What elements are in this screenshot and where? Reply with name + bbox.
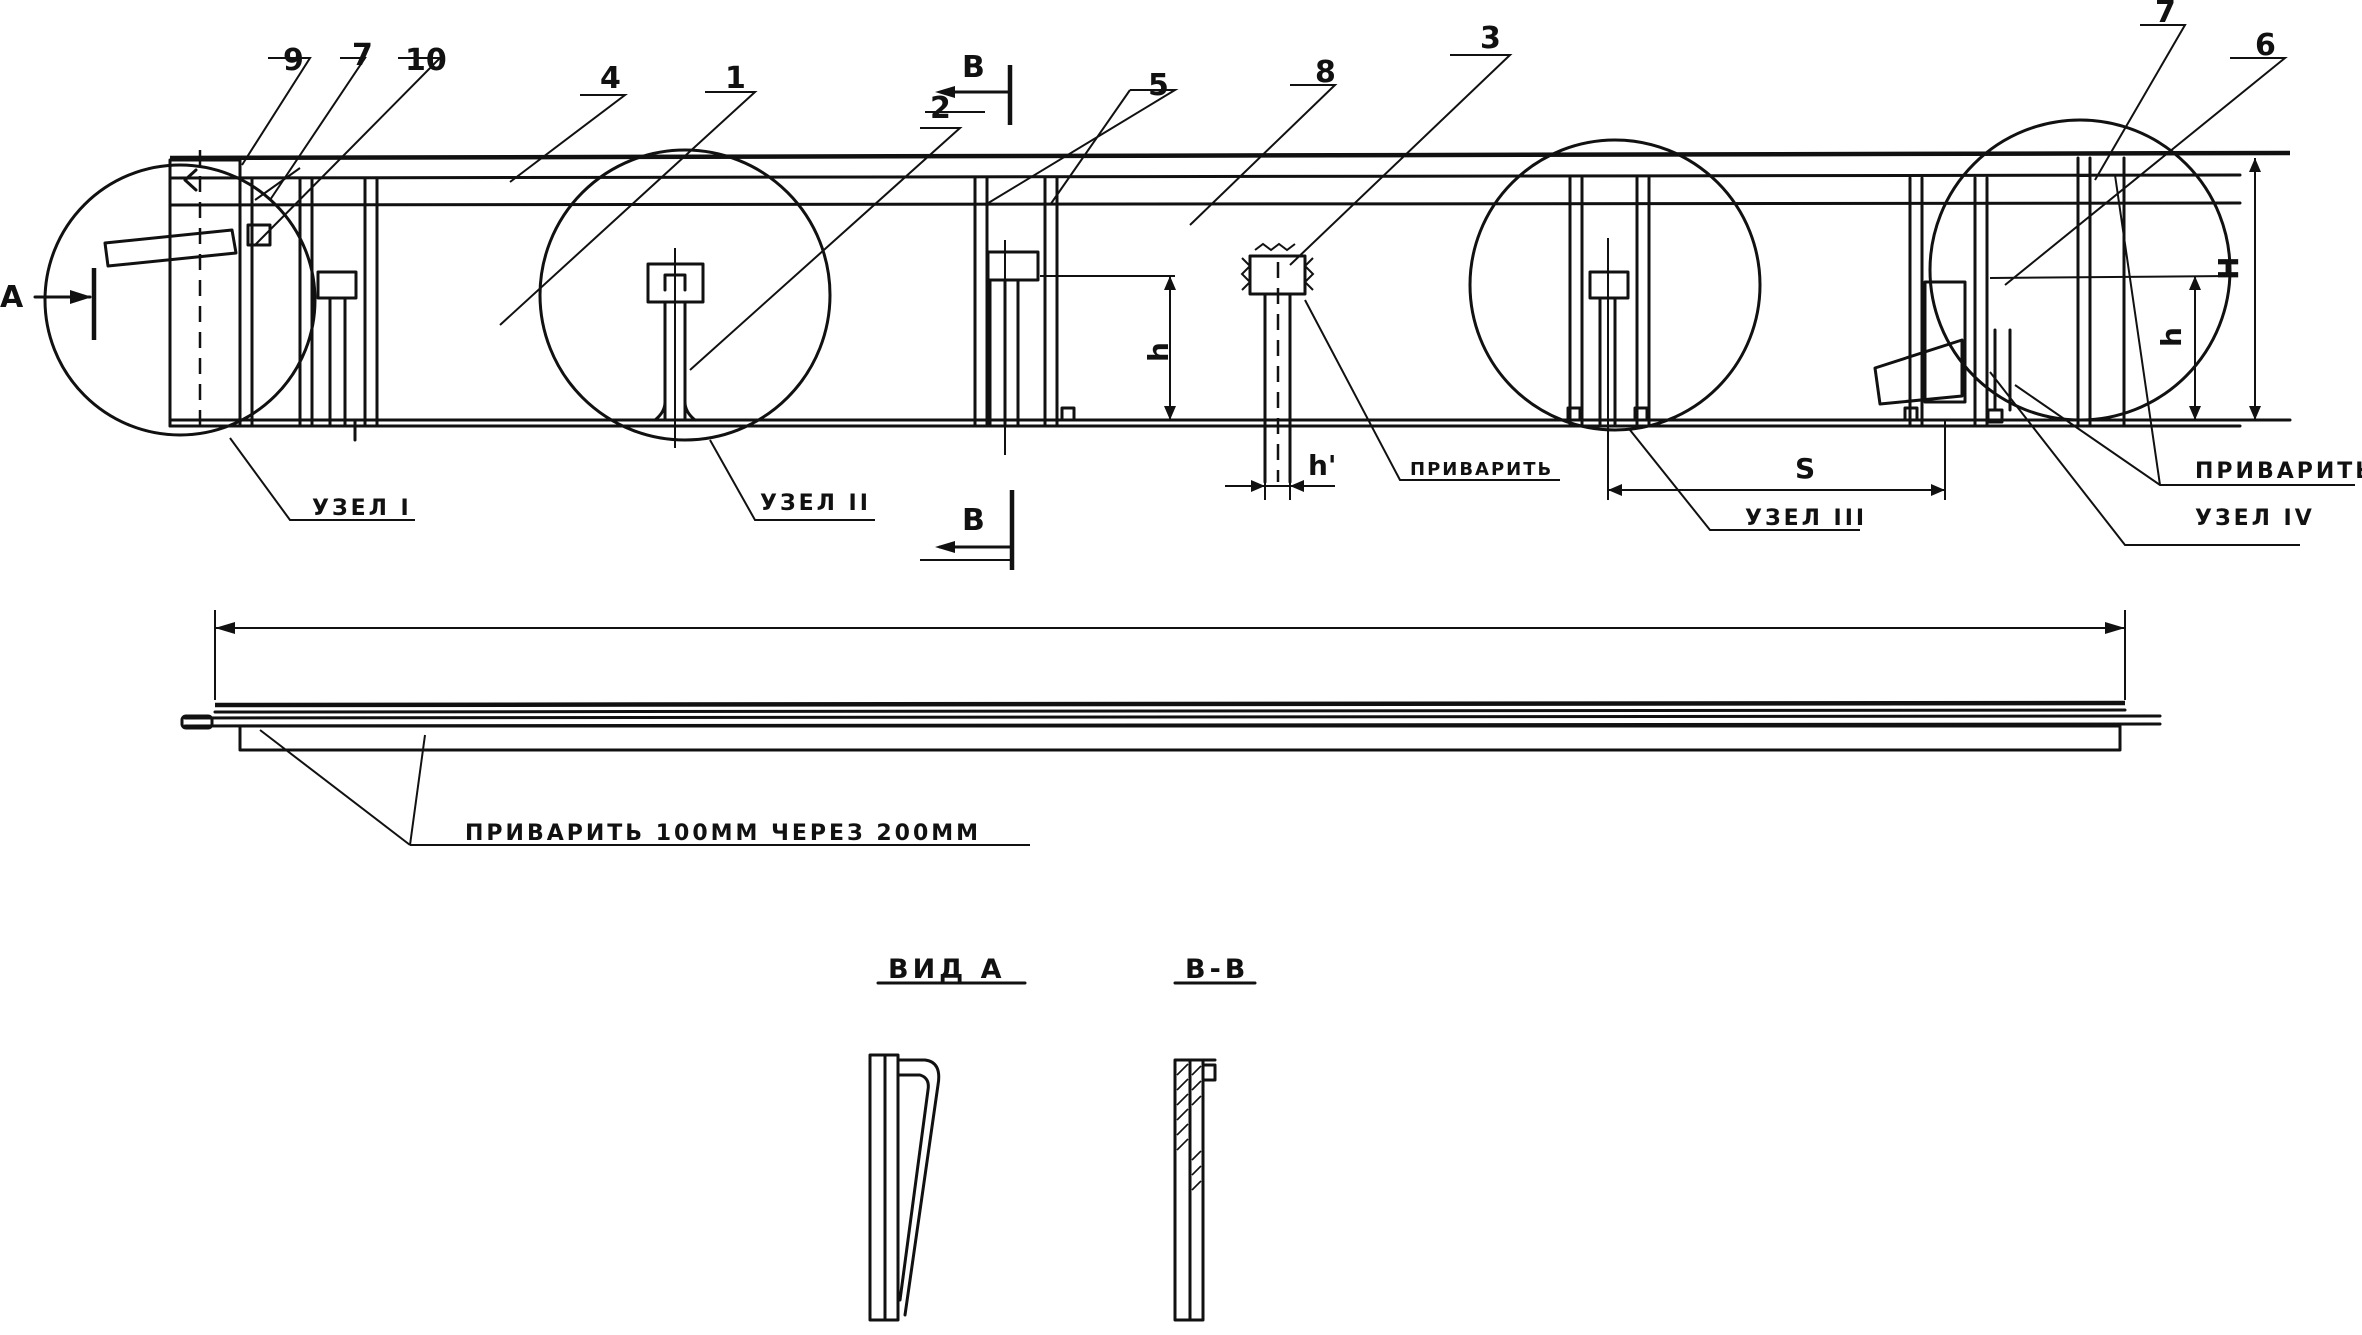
part-label-1: 1 bbox=[725, 61, 746, 96]
node-label-4: УЗЕЛ IV bbox=[2195, 506, 2315, 531]
detail-title-section-b-b: В-В bbox=[1185, 954, 1249, 985]
detail-view-a bbox=[868, 981, 1027, 1322]
node-label-2: УЗЕЛ II bbox=[760, 491, 871, 516]
part-label-6: 6 bbox=[2255, 28, 2276, 63]
node-label-3: УЗЕЛ III bbox=[1745, 506, 1867, 531]
plan-view bbox=[33, 24, 2355, 570]
part-label-7-left: 7 bbox=[352, 38, 373, 73]
weld-note-middle: ПРИВАРИТЬ bbox=[1410, 459, 1553, 480]
weld-note-bottom: ПРИВАРИТЬ 100ММ ЧЕРЕЗ 200ММ bbox=[465, 821, 981, 846]
part-label-8: 8 bbox=[1315, 55, 1336, 90]
dimension-h-prime: h' bbox=[1308, 449, 1337, 482]
section-mark-top: В bbox=[962, 50, 985, 85]
part-label-10: 10 bbox=[405, 43, 447, 78]
part-label-7-right: 7 bbox=[2155, 0, 2176, 30]
section-b-b bbox=[1173, 981, 1257, 1322]
elevation-view bbox=[180, 610, 2162, 846]
node-label-1: УЗЕЛ I bbox=[312, 496, 412, 521]
part-label-2: 2 bbox=[930, 91, 951, 126]
view-a-mark: А bbox=[0, 280, 24, 315]
dimension-h-right: h bbox=[2155, 327, 2188, 347]
dimension-h-left: h bbox=[1142, 342, 1175, 362]
dimension-H: H bbox=[2212, 257, 2245, 280]
part-label-9: 9 bbox=[283, 43, 304, 78]
part-label-4: 4 bbox=[600, 61, 621, 96]
weld-note-right: ПРИВАРИТЬ bbox=[2195, 459, 2362, 484]
section-mark-bottom: В bbox=[962, 503, 985, 538]
detail-title-view-a: ВИД А bbox=[888, 954, 1006, 985]
dimension-S: S bbox=[1795, 452, 1815, 485]
part-label-5: 5 bbox=[1148, 68, 1169, 103]
part-label-3: 3 bbox=[1480, 21, 1501, 56]
